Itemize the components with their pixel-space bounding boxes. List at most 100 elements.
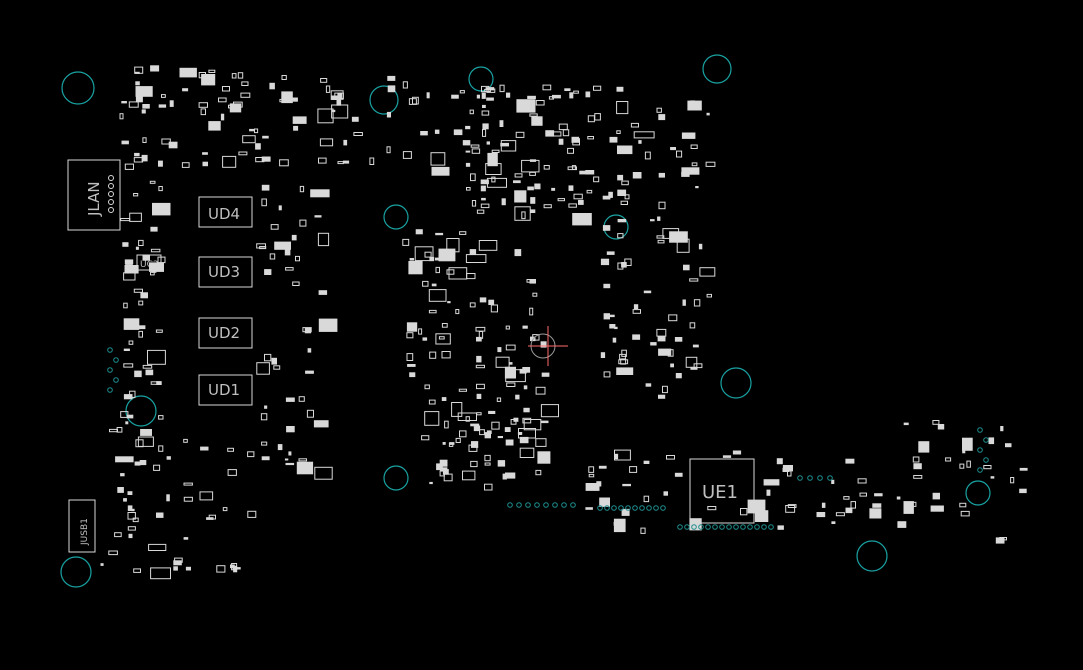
component-footprint <box>230 564 235 569</box>
component-footprint <box>142 254 150 261</box>
component-footprint <box>123 394 133 400</box>
component-footprint <box>527 186 534 191</box>
jlan-connector[interactable]: JLAN <box>67 159 121 231</box>
component-footprint <box>983 465 992 470</box>
via <box>827 475 833 481</box>
component-footprint <box>662 228 680 239</box>
memory-chip-ud4[interactable]: UD4 <box>198 196 253 228</box>
usb-connector[interactable]: JUSB1 <box>68 499 96 553</box>
component-footprint <box>150 226 158 232</box>
component-footprint <box>674 472 683 477</box>
component-footprint <box>620 358 627 365</box>
component-footprint <box>161 94 166 98</box>
component-footprint <box>475 364 485 369</box>
component-footprint <box>133 157 144 163</box>
component-footprint <box>514 249 522 257</box>
component-footprint <box>409 258 414 261</box>
via <box>733 524 739 530</box>
component-footprint <box>966 460 971 468</box>
component-footprint <box>157 256 166 264</box>
component-footprint <box>540 341 547 348</box>
component-footprint <box>490 304 498 313</box>
component-footprint <box>657 336 666 342</box>
component-footprint <box>153 464 161 471</box>
component-footprint <box>455 309 460 315</box>
component-footprint <box>414 246 434 262</box>
component-footprint <box>476 412 482 416</box>
component-footprint <box>622 483 631 487</box>
ic-ue1[interactable]: UE1 <box>689 458 755 524</box>
component-footprint <box>314 215 322 218</box>
component-footprint <box>670 147 676 151</box>
component-footprint <box>127 526 136 531</box>
component-footprint <box>658 348 672 356</box>
component-footprints <box>100 65 1028 580</box>
component-footprint <box>441 351 451 359</box>
component-footprint <box>1010 477 1015 484</box>
component-footprint <box>486 97 494 101</box>
component-footprint <box>117 487 124 493</box>
via <box>660 505 666 511</box>
component-footprint <box>585 507 593 510</box>
component-footprint <box>535 438 547 447</box>
component-footprint <box>695 186 699 189</box>
component-footprint <box>874 493 883 497</box>
component-footprint <box>587 115 595 123</box>
component-footprint <box>1000 426 1004 432</box>
component-footprint <box>296 461 314 475</box>
component-footprint <box>613 522 622 526</box>
component-footprint <box>945 457 952 462</box>
component-footprint <box>658 394 666 399</box>
component-footprint <box>402 81 408 89</box>
component-footprint <box>158 186 163 192</box>
component-footprint <box>261 441 268 446</box>
component-footprint <box>657 239 665 244</box>
component-footprint <box>491 176 496 183</box>
memory-chip-ud1[interactable]: UD1 <box>198 374 253 406</box>
component-footprint <box>690 144 698 149</box>
component-footprint <box>529 307 534 316</box>
component-footprint <box>496 397 502 402</box>
component-footprint <box>787 504 797 509</box>
component-footprint <box>264 353 272 362</box>
component-footprint <box>158 415 164 420</box>
component-footprint <box>453 129 463 136</box>
component-footprint <box>529 113 538 117</box>
component-footprint <box>618 359 629 365</box>
component-footprint <box>632 334 641 340</box>
component-footprint <box>578 199 584 205</box>
component-footprint <box>442 469 449 475</box>
component-footprint <box>693 363 703 369</box>
component-footprint <box>274 241 291 250</box>
component-footprint <box>540 420 549 424</box>
component-footprint <box>535 386 546 395</box>
component-footprint <box>471 200 477 207</box>
component-footprint <box>621 508 630 516</box>
component-footprint <box>299 185 305 193</box>
component-footprint <box>662 385 668 394</box>
component-footprint <box>499 120 504 127</box>
component-footprint <box>470 144 480 148</box>
component-footprint <box>509 362 513 365</box>
memory-chip-ud3[interactable]: UD3 <box>198 256 253 288</box>
component-footprint <box>406 353 414 362</box>
memory-chip-ud2[interactable]: UD2 <box>198 317 253 349</box>
component-footprint <box>850 501 856 509</box>
component-footprint <box>540 404 560 418</box>
component-footprint <box>435 232 444 236</box>
component-footprint <box>699 267 716 277</box>
component-footprint <box>409 372 416 378</box>
component-footprint <box>429 256 435 262</box>
component-footprint <box>505 472 516 479</box>
component-footprint <box>537 451 551 464</box>
component-footprint <box>247 451 255 458</box>
component-footprint <box>125 264 133 269</box>
component-footprint <box>138 325 146 330</box>
via <box>552 502 558 508</box>
component-footprint <box>988 437 995 445</box>
component-footprint <box>666 455 675 460</box>
component-footprint <box>337 161 344 165</box>
component-footprint <box>431 283 437 287</box>
component-footprint <box>506 382 516 387</box>
